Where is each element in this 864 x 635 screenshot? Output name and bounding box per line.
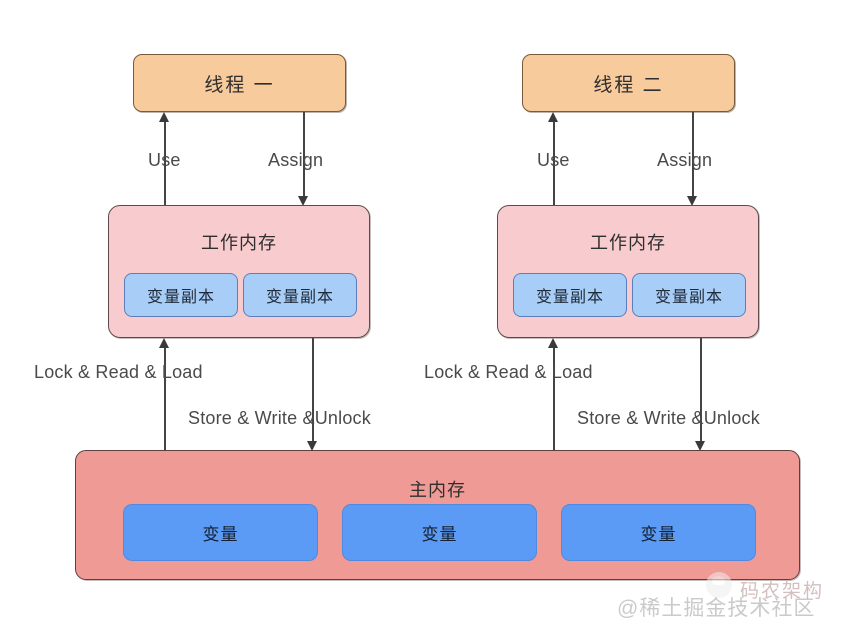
thread-two-assign-label: Assign bbox=[657, 150, 713, 170]
thread-one-assign-line bbox=[303, 112, 305, 196]
thread-two-read-label: Lock & Read & Load bbox=[424, 362, 593, 382]
main-memory-variable-3: 变量 bbox=[561, 504, 756, 561]
main-memory-box: 主内存 变量 变量 变量 bbox=[75, 450, 800, 580]
thread-one-use-arrowhead bbox=[159, 112, 169, 122]
main-memory-variable-2: 变量 bbox=[342, 504, 537, 561]
thread-one-working-memory-box: 工作内存 变量副本 变量副本 bbox=[108, 205, 370, 338]
thread-one-read-line bbox=[164, 348, 166, 451]
thread-two-working-memory-label: 工作内存 bbox=[590, 233, 666, 253]
thread-two-use-label: Use bbox=[537, 150, 570, 170]
thread-two-use-arrowhead bbox=[548, 112, 558, 122]
thread-one-working-memory-label: 工作内存 bbox=[201, 233, 277, 253]
thread-two-assign-line bbox=[692, 112, 694, 196]
thread-two-read-line bbox=[553, 348, 555, 451]
thread-two-use-line bbox=[553, 122, 555, 206]
thread-one-box: 线程 一 bbox=[133, 54, 346, 112]
thread-one-use-line bbox=[164, 122, 166, 206]
thread-one-write-label: Store & Write &Unlock bbox=[188, 408, 371, 428]
thread-two-box: 线程 二 bbox=[522, 54, 735, 112]
thread-one-variable-copy-2: 变量副本 bbox=[243, 273, 357, 317]
thread-two-assign-arrowhead bbox=[687, 196, 697, 206]
thread-one-write-line bbox=[312, 338, 314, 441]
watermark-brand: 码农架构 bbox=[740, 581, 825, 602]
thread-two-write-label: Store & Write &Unlock bbox=[577, 408, 760, 428]
main-memory-variable-1: 变量 bbox=[123, 504, 318, 561]
watermark-avatar-icon bbox=[706, 572, 732, 598]
thread-two-variable-copy-2: 变量副本 bbox=[632, 273, 746, 317]
thread-one-label: 线程 一 bbox=[204, 74, 275, 96]
thread-one-assign-label: Assign bbox=[268, 150, 324, 170]
thread-one-use-label: Use bbox=[148, 150, 181, 170]
thread-two-read-arrowhead bbox=[548, 338, 558, 348]
thread-one-read-label: Lock & Read & Load bbox=[34, 362, 203, 382]
thread-one-variable-copy-1: 变量副本 bbox=[124, 273, 238, 317]
thread-two-variable-copy-1: 变量副本 bbox=[513, 273, 627, 317]
thread-one-read-arrowhead bbox=[159, 338, 169, 348]
thread-two-label: 线程 二 bbox=[593, 74, 664, 96]
thread-two-write-line bbox=[700, 338, 702, 441]
main-memory-label: 主内存 bbox=[409, 480, 466, 500]
thread-one-assign-arrowhead bbox=[298, 196, 308, 206]
thread-two-write-arrowhead bbox=[695, 441, 705, 451]
thread-one-write-arrowhead bbox=[307, 441, 317, 451]
thread-two-working-memory-box: 工作内存 变量副本 变量副本 bbox=[497, 205, 759, 338]
